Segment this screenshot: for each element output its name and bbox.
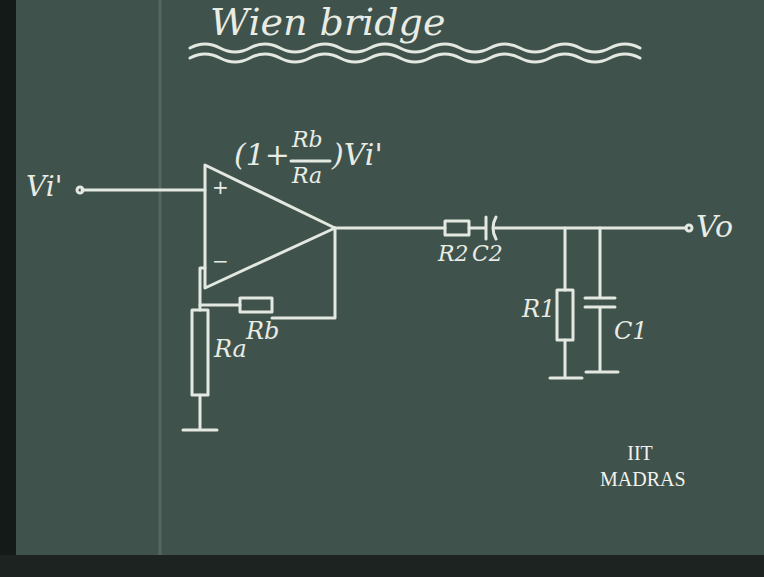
ground-symbol	[550, 340, 582, 378]
capacitor-label: C2	[472, 242, 503, 266]
resistor-symbol	[557, 290, 573, 340]
opamp-symbol	[205, 165, 335, 288]
resistor-label: R2	[438, 242, 469, 266]
ground-symbol	[183, 395, 217, 430]
watermark: IIT MADRAS	[600, 440, 680, 492]
gain-numerator: Rb	[292, 128, 323, 152]
board-seam	[159, 0, 162, 555]
board-edge	[0, 555, 764, 577]
minus-input: −	[212, 250, 229, 272]
fraction-bar	[291, 160, 330, 163]
resistor-symbol	[445, 221, 469, 235]
output-signal: Vo	[696, 210, 733, 243]
feedback-wire	[200, 304, 240, 307]
plus-input: +	[212, 176, 229, 198]
output-wire	[335, 227, 445, 230]
capacitor-symbol	[585, 228, 618, 372]
resistor-symbol	[192, 310, 208, 395]
capacitor-label: C1	[614, 318, 648, 344]
resistor-symbol	[240, 298, 272, 312]
resistor-label: Ra	[214, 336, 247, 362]
output-terminal	[686, 225, 692, 231]
feedback-wire	[272, 228, 335, 318]
gain-denominator: Ra	[292, 164, 322, 188]
resistor-label: R1	[522, 296, 555, 322]
input-signal: Vi'	[26, 172, 62, 203]
wavy-underline	[190, 54, 640, 62]
board-heading: Wien bridge	[210, 2, 445, 44]
board-edge	[0, 0, 16, 577]
wavy-underline	[190, 44, 640, 52]
gain-expression: )Vi'	[332, 138, 383, 171]
shunt-wire	[564, 228, 567, 290]
input-wire	[82, 189, 205, 192]
gain-expression: (1+	[234, 138, 290, 171]
resistor-label: Rb	[246, 318, 279, 344]
input-terminal	[77, 187, 83, 193]
capacitor-symbol	[469, 217, 686, 239]
